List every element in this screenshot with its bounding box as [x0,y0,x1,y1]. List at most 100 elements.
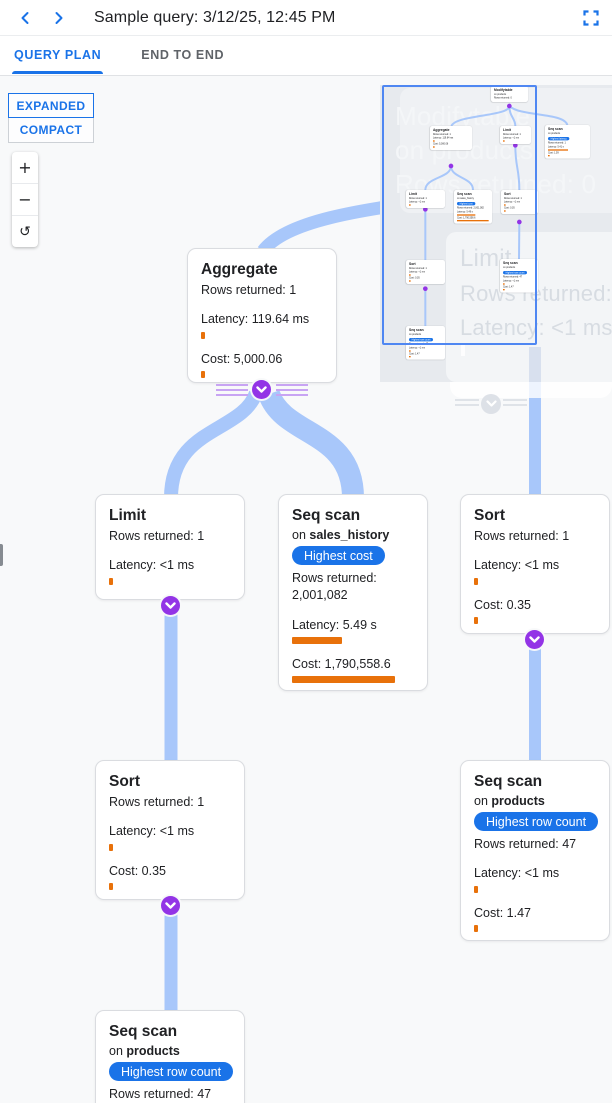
node-title: Seq scan [109,1023,178,1040]
minimap-text: Cost: 0.35 [408,276,420,280]
view-mode-toggle: EXPANDED COMPACT [8,93,94,143]
ghost-ripple-left [455,399,479,409]
minimap-bar [502,289,505,291]
expanded-button[interactable]: EXPANDED [8,93,94,118]
minimap-title: Sort [503,192,511,196]
cost-bar [474,616,478,624]
cost-bar [292,676,395,683]
minimap-text: Rows returned: 47 [502,276,523,279]
ghost-edge-segment [529,347,541,382]
minimap-text: Cost: 0.35 [503,206,515,210]
node-title: Sort [109,773,140,790]
collapse-button-aggregate[interactable] [252,380,271,399]
zoom-in-button[interactable]: + [12,152,38,183]
node-title: Seq scan [474,773,543,790]
minimap-bar [456,214,476,216]
zoom-out-button[interactable]: − [12,183,38,215]
plan-node-seq-scan-products-right[interactable]: Seq scan on products Highest row count R… [460,760,610,941]
minimap-title: Seq scan [547,127,563,131]
minimap-text: Rows returned: 2,001,082 [456,207,484,210]
node-cost: Cost: 1,790,558.6 [292,656,391,671]
zoom-controls: + − ↺ [12,152,38,247]
node-rows-returned: Rows returned: 1 [474,529,570,543]
chevron-down-icon [165,601,176,609]
tab-end-to-end[interactable]: END TO END [139,36,226,74]
minimap-text: Latency: <1 ms [502,137,519,140]
next-query-button[interactable] [42,3,76,33]
fullscreen-button[interactable] [580,8,602,30]
minimap-title: Seq scan [502,261,518,265]
minimap-text: Latency: 5.49 s [456,210,473,214]
minimap-title: Limit [408,192,417,196]
minimap-bar [502,283,505,285]
node-title: Sort [474,507,505,524]
cost-bar [109,882,113,890]
chevron-left-icon [21,11,29,24]
minimap-bar [408,204,411,206]
plan-node-seq-scan-sales-history[interactable]: Seq scan on sales_history Highest cost R… [278,494,428,691]
minimap-viewport[interactable] [382,85,537,345]
node-rows-returned: Rows returned: 1 [109,529,205,543]
minimap-bar [432,140,435,142]
minimap-text: Rows returned: 1 [408,267,427,270]
previous-query-button[interactable] [8,3,42,33]
minimap-text: on products [502,266,516,269]
node-rows-returned: Rows returned: 47 [109,1087,212,1101]
minimap-text: Latency: 5.41 s [547,145,564,149]
ghost-ripple-right [503,399,527,409]
node-rows-returned: Rows returned: 1 [109,795,205,809]
node-rows-returned: Rows returned: 1 [201,283,297,297]
tab-bar: QUERY PLAN END TO END [0,36,612,76]
compact-button[interactable]: COMPACT [8,118,94,143]
minimap-text: Latency: <1 ms [502,279,519,283]
minimap-title: Modifytable [493,88,513,92]
collapse-button-sort-left[interactable] [161,896,180,915]
minimap-bar [408,280,411,282]
minimap-title: Aggregate [432,128,450,132]
minimap-text: Cost: 1.59 [547,151,559,155]
node-cost: Cost: 0.35 [109,863,166,878]
minimap-text: on products [493,93,507,96]
plan-node-limit[interactable]: Limit Rows returned: 1 Latency: <1 ms [95,494,245,600]
minimap[interactable]: Modifytable on products Rows returned: 0… [380,85,612,382]
node-rows-returned: Rows returned: 47 [474,837,577,851]
minimap-bar [456,220,489,222]
zoom-reset-button[interactable]: ↺ [12,215,38,247]
collapse-ripple-right [276,384,308,397]
minimap-badge: Highest cost [456,202,476,206]
minimap-bar [408,356,411,358]
minimap-text: on sales_history [456,197,474,200]
plan-node-aggregate[interactable]: Aggregate Rows returned: 1 Latency: 119.… [187,248,337,383]
minimap-text: Rows returned: 1 [503,197,522,200]
page-title: Sample query: 3/12/25, 12:45 PM [94,8,336,26]
ghost-latency-bar [461,343,465,356]
minimap-bar [503,210,506,212]
plan-node-sort-right[interactable]: Sort Rows returned: 1 Latency: <1 ms Cos… [460,494,610,634]
latency-bar [474,577,478,585]
minimap-text: Rows returned: 0 [493,97,512,100]
latency-bar [109,577,113,585]
collapse-button-limit[interactable] [161,596,180,615]
plan-node-sort-left[interactable]: Sort Rows returned: 1 Latency: <1 ms Cos… [95,760,245,900]
node-rows-returned: Rows returned: 2,001,082 [292,571,377,603]
minimap-text: Latency: <1 ms [408,346,425,350]
minimap-badge: Highest row count [502,271,528,275]
minimap-title: Seq scan [456,192,472,196]
collapse-button-sort-right[interactable] [525,630,544,649]
minimap-text: Rows returned: 1 [432,133,451,136]
node-cost: Cost: 5,000.06 [201,351,283,366]
plan-node-seq-scan-products-bottom[interactable]: Seq scan on products Highest row count R… [95,1010,245,1103]
minimap-text: on products [408,333,422,336]
highest-row-count-badge: Highest row count [474,812,599,831]
panel-drag-handle[interactable] [0,544,3,566]
node-latency: Latency: <1 ms [109,558,195,573]
tab-query-plan[interactable]: QUERY PLAN [12,36,104,74]
